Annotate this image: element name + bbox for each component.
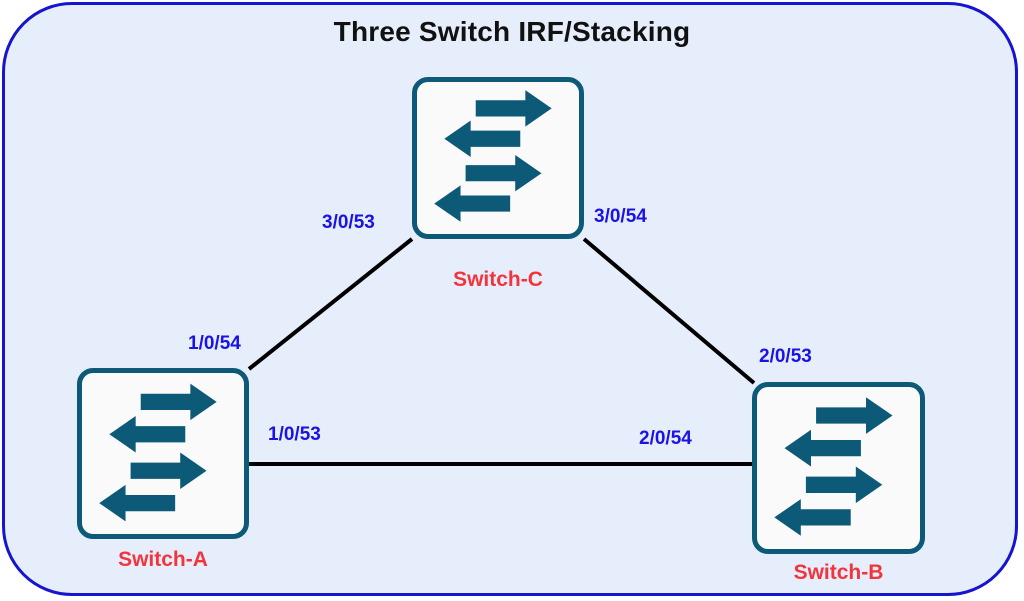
link-switch-a-to-switch-c — [247, 237, 414, 371]
port-label-switch-a-right: 1/0/53 — [268, 424, 321, 445]
switch-arrows-icon — [434, 90, 552, 222]
port-label-switch-b-left: 2/0/54 — [639, 428, 692, 449]
port-label-switch-b-top: 2/0/53 — [759, 346, 812, 367]
node-label-switch-a: Switch-A — [118, 548, 208, 571]
port-label-switch-c-right: 3/0/54 — [594, 206, 647, 227]
port-label-switch-c-left: 3/0/53 — [322, 212, 375, 233]
switch-arrows-icon — [99, 383, 217, 522]
node-switch-a[interactable] — [77, 368, 249, 539]
switch-arrows-icon — [774, 397, 893, 536]
page-title: Three Switch IRF/Stacking — [333, 16, 691, 47]
node-label-switch-c: Switch-C — [453, 268, 543, 291]
node-label-switch-b: Switch-B — [793, 561, 884, 584]
port-label-switch-a-top: 1/0/54 — [188, 333, 241, 354]
link-switch-c-to-switch-b — [582, 237, 756, 385]
node-switch-c[interactable] — [412, 77, 584, 239]
node-switch-b[interactable] — [752, 382, 925, 554]
